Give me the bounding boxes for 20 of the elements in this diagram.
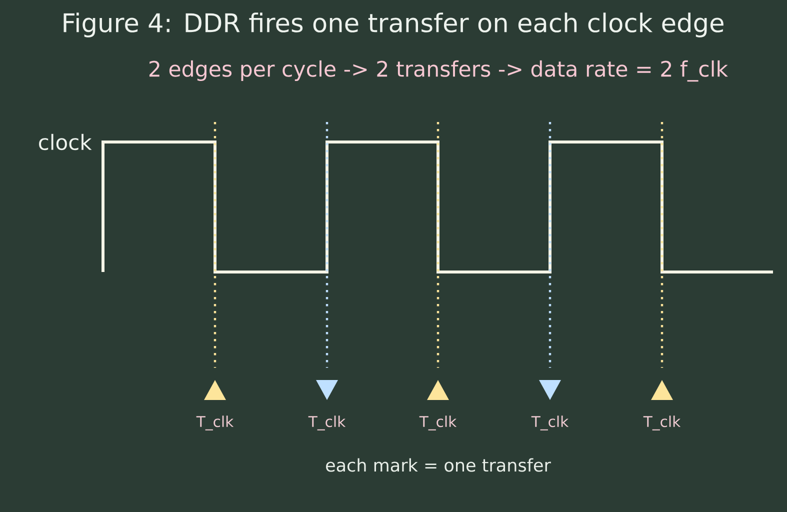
- guide-line: [214, 122, 216, 368]
- triangle-marker: [316, 380, 338, 400]
- period-label: T_clk: [419, 416, 457, 430]
- title: Figure 4: DDR fires one transfer on each clock edge: [64, 12, 724, 38]
- guide-line: [660, 122, 664, 368]
- guide-line: [326, 122, 328, 368]
- triangle-marker: [651, 380, 673, 400]
- triangle-marker: [427, 380, 449, 400]
- period-label: T_clk: [531, 416, 569, 430]
- square-wave: [102, 140, 773, 274]
- signal-label: clock: [39, 134, 92, 150]
- period-label: T_clk: [196, 416, 234, 430]
- subtitle: 2 edges per cycle -> 2 transfers -> data rate = 2 f_clk: [149, 60, 728, 82]
- guide-line: [436, 122, 440, 368]
- triangle-marker: [539, 380, 561, 400]
- period-label: T_clk: [308, 416, 346, 430]
- triangle-marker: [204, 380, 226, 400]
- period-label: T_clk: [643, 416, 681, 430]
- note-text: each mark = one transfer: [326, 458, 551, 472]
- guide-line: [548, 122, 552, 368]
